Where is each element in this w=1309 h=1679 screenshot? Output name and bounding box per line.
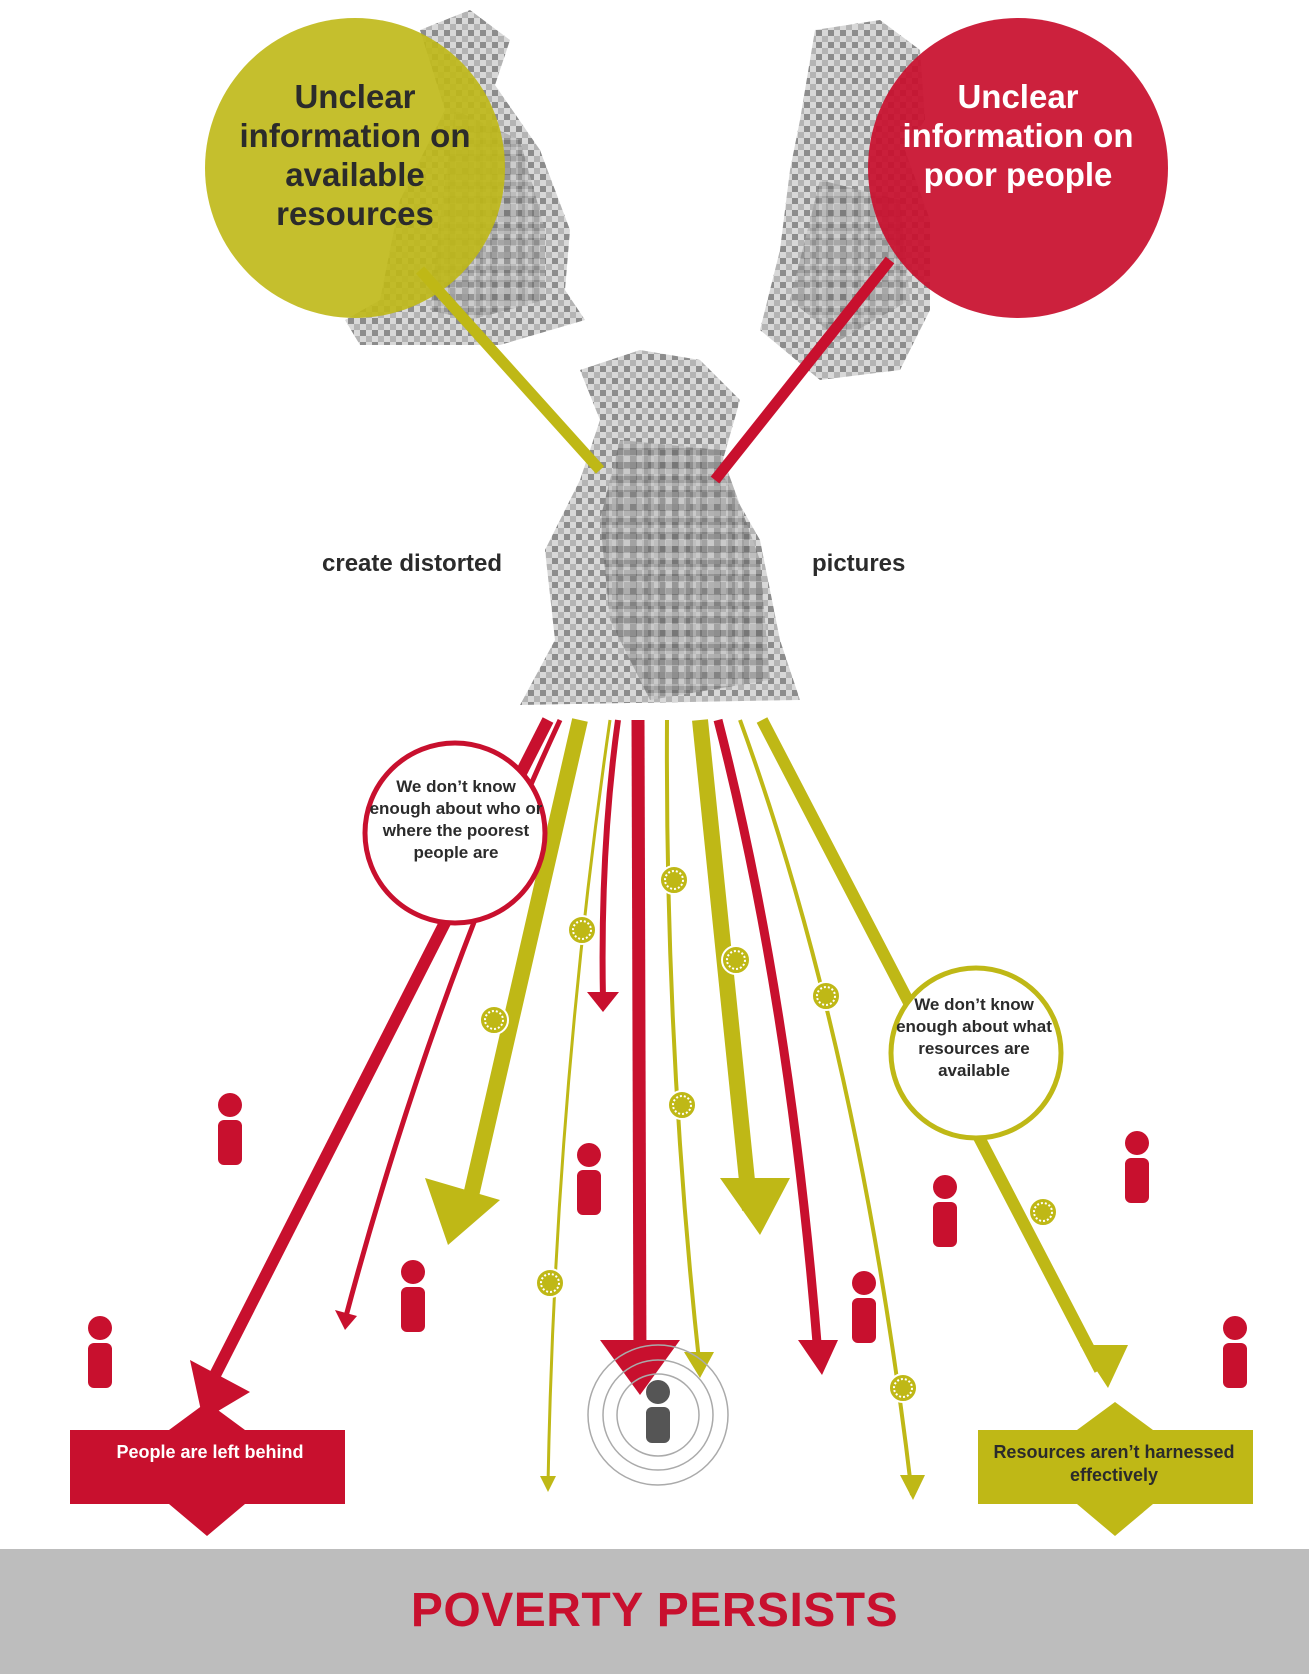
resources-circle [205,18,505,318]
distorted-label: create distorted [322,550,503,577]
person-icon [88,1316,112,1388]
person-icons [88,1093,1247,1388]
banner-title: POVERTY PERSISTS [410,1584,899,1637]
person-icon [1125,1131,1149,1203]
resources-outcome-label: Resources aren’t harnessed effectively [993,1442,1235,1486]
people-bubble-text: We don’t know enough about who or where … [369,777,543,863]
people-left-behind-box [70,1402,345,1536]
money-bag-icon [520,350,800,705]
target-person-icon [587,1344,729,1486]
sun-markers [479,865,1058,1403]
bottom-banner [0,1549,1309,1674]
poor-people-circle [868,18,1168,318]
connector-line [710,256,895,484]
people-left-behind-label: People are left behind [116,1442,304,1462]
person-icon [218,1093,242,1165]
poor-people-circle-text: Unclear information on poor people [902,78,1134,193]
resources-bubble [888,965,1064,1141]
person-icon [401,1260,425,1332]
people-bubble [362,740,548,926]
person-icon [577,1143,601,1215]
resources-box [978,1402,1253,1536]
resources-circle-text: Unclear information on available resourc… [239,78,471,232]
pictures-label: pictures [812,550,906,577]
person-icon [852,1271,876,1343]
person-icon [1223,1316,1247,1388]
resources-bubble-text: We don’t know enough about what resource… [896,995,1052,1081]
person-icon [933,1175,957,1247]
connector-line [415,266,605,474]
